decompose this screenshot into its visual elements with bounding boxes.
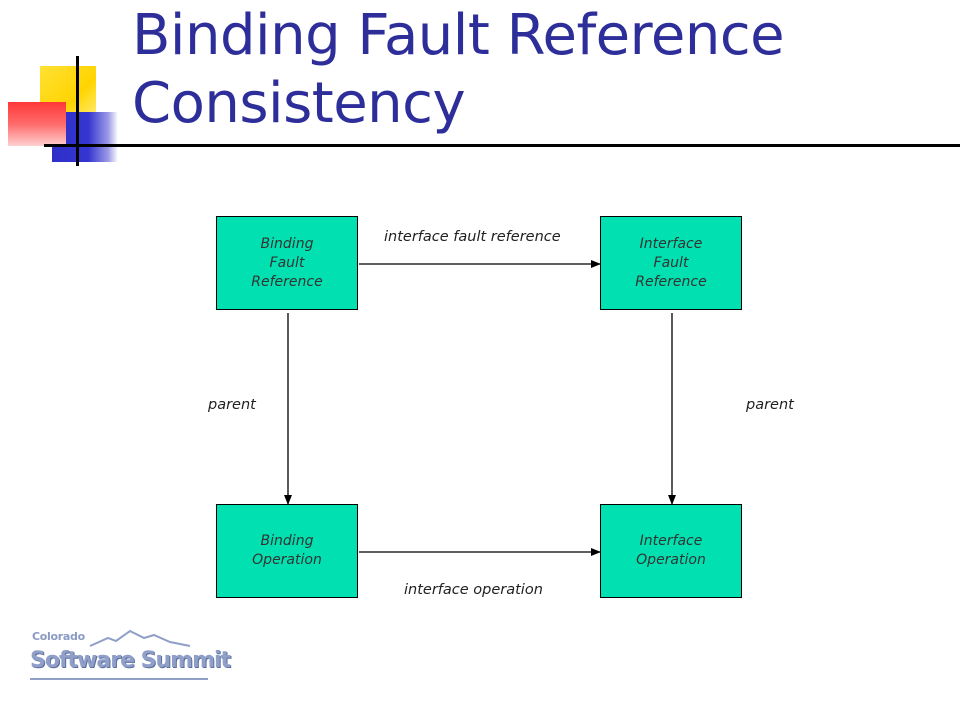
node-text-line: Binding [260,533,314,549]
logo-big-text: Software Summit [30,648,231,673]
decorative-vertical-line [76,56,79,166]
node-interface-operation: Interface Operation [600,504,742,598]
node-text-line: Operation [252,552,322,568]
node-text-line: Reference [251,273,323,290]
edge-label-interface-fault-reference: interface fault reference [384,229,561,245]
node-text-line: Interface [639,533,703,549]
slide-title-line-1: Binding Fault Reference [132,3,785,68]
logo-underline [30,678,208,680]
node-binding-operation: Binding Operation [216,504,358,598]
node-interface-fault-reference: Interface Fault Reference [600,216,742,310]
decorative-red-square [8,102,66,146]
slide-title-line-2: Consistency [132,71,466,136]
node-text-line: Operation [636,552,706,568]
node-text-line: Reference [635,273,707,290]
node-text-line: Binding [260,235,314,252]
slide-title: Binding Fault Reference Consistency [132,2,952,138]
colorado-software-summit-logo: Colorado Software Summit [30,629,231,690]
mountain-icon [89,629,191,647]
edge-label-parent-right: parent [746,397,794,413]
edge-label-parent-left: parent [208,397,256,413]
node-text-line: Interface [639,235,703,252]
node-binding-fault-reference: Binding Fault Reference [216,216,358,310]
node-text-line: Fault [653,254,689,271]
logo-small-text: Colorado [32,630,85,643]
edge-label-interface-operation: interface operation [404,582,543,598]
node-text-line: Fault [269,254,305,271]
title-underline [44,144,960,147]
